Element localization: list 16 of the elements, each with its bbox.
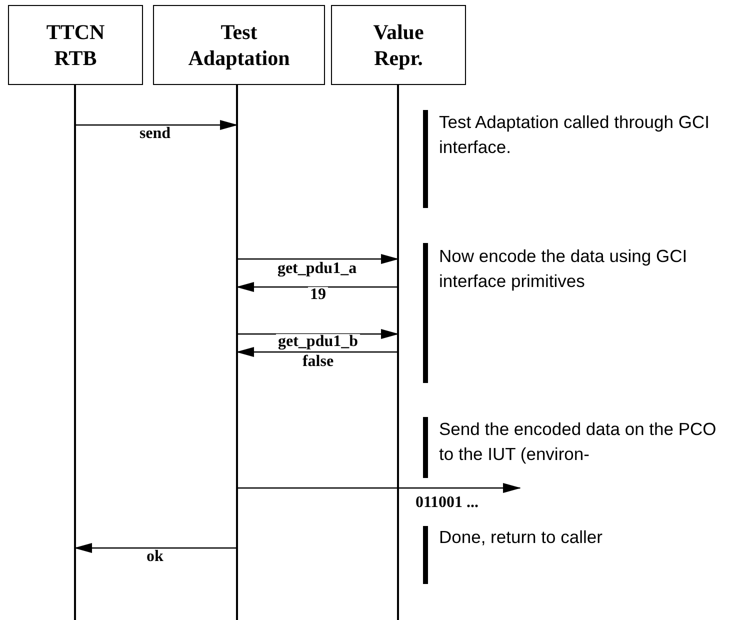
note-text: Now encode the data using GCI interface primitives bbox=[439, 245, 688, 293]
message-arrow bbox=[237, 329, 399, 339]
message-arrow bbox=[237, 254, 399, 264]
participant-name: Value Repr. bbox=[372, 18, 425, 72]
note-text: Done, return to caller bbox=[439, 526, 604, 549]
participant-name: Test Adaptation bbox=[187, 18, 291, 72]
note-text: Test Adaptation called through GCI interface. bbox=[439, 111, 710, 158]
message-label: get_pdu1_b bbox=[276, 334, 360, 350]
message-arrow bbox=[74, 543, 237, 553]
note-text: Send the encoded data on the PCO to the IUT (environ- bbox=[439, 418, 718, 466]
participant-name: TTCN RTB bbox=[45, 18, 106, 72]
message-label: get_pdu1_a bbox=[275, 261, 359, 277]
message-arrow bbox=[236, 347, 398, 357]
message-arrow bbox=[237, 483, 521, 493]
message-arrow bbox=[75, 120, 238, 130]
message-arrow bbox=[236, 282, 398, 292]
